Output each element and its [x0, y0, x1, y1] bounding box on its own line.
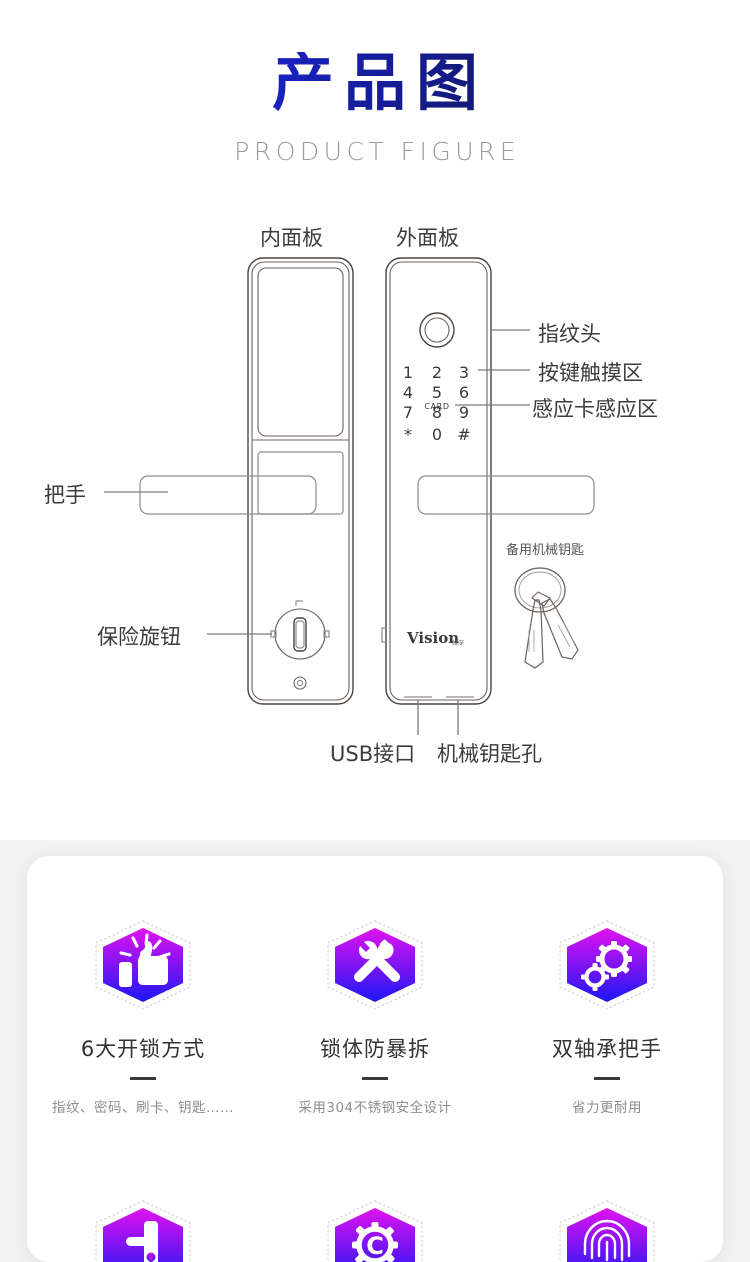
label-outer-panel: 外面板	[396, 226, 459, 250]
feature-item	[491, 1136, 723, 1262]
feature-divider	[594, 1077, 620, 1080]
feature-divider	[362, 1077, 388, 1080]
svg-text:6: 6	[459, 383, 469, 402]
door-handle-lock-icon	[92, 1199, 194, 1262]
svg-text:1: 1	[403, 363, 413, 382]
label-keypad: 按键触摸区	[538, 361, 643, 385]
svg-text:5: 5	[432, 383, 442, 402]
svg-text:0: 0	[432, 425, 442, 444]
feature-subtitle: 省力更耐用	[572, 1100, 642, 1116]
svg-text:2: 2	[432, 363, 442, 382]
label-handle: 把手	[44, 483, 86, 507]
svg-text:维深: 维深	[452, 639, 464, 647]
svg-text:8: 8	[432, 403, 442, 422]
label-spare-key: 备用机械钥匙	[506, 543, 585, 558]
feature-item: 双轴承把手 省力更耐用	[491, 856, 723, 1136]
label-card-sensor: 感应卡感应区	[532, 397, 658, 421]
feature-item: C	[259, 1136, 491, 1262]
features-grid: 6大开锁方式 指纹、密码、刷卡、钥匙……	[27, 856, 723, 1262]
feature-item: 锁体防暴拆 采用304不锈钢安全设计	[259, 856, 491, 1136]
label-inner-panel: 内面板	[260, 226, 323, 250]
svg-text:9: 9	[459, 403, 469, 422]
feature-subtitle: 采用304不锈钢安全设计	[298, 1100, 452, 1116]
feature-title: 双轴承把手	[552, 1037, 662, 1061]
page-subtitle: PRODUCT FIGURE	[234, 137, 521, 166]
svg-text:Vision: Vision	[406, 629, 459, 647]
label-key-hole: 机械钥匙孔	[437, 742, 542, 766]
label-fingerprint: 指纹头	[538, 322, 601, 346]
keypad-drawing: 1 2 3 4 5 6 CARD 7 8 9 * 0 #	[403, 363, 471, 444]
feature-subtitle: 指纹、密码、刷卡、钥匙……	[52, 1100, 234, 1116]
fingerprint-icon	[556, 1199, 658, 1262]
svg-text:#: #	[457, 425, 470, 444]
label-usb-port: USB接口	[330, 742, 416, 766]
svg-text:C: C	[366, 1232, 384, 1260]
features-card: 6大开锁方式 指纹、密码、刷卡、钥匙……	[27, 856, 723, 1262]
spare-keys-drawing	[514, 567, 579, 669]
feature-title: 6大开锁方式	[80, 1037, 206, 1061]
outer-panel-drawing	[381, 257, 595, 705]
inner-panel-drawing	[139, 257, 354, 705]
svg-text:3: 3	[459, 363, 469, 382]
svg-text:7: 7	[403, 403, 413, 422]
feature-title: 锁体防暴拆	[320, 1037, 430, 1061]
svg-text:*: *	[404, 425, 412, 444]
feature-item: 6大开锁方式 指纹、密码、刷卡、钥匙……	[27, 856, 259, 1136]
gears-icon	[556, 919, 658, 1011]
svg-text:CARD: CARD	[424, 402, 449, 411]
feature-item	[27, 1136, 259, 1262]
label-safety-knob: 保险旋钮	[97, 625, 181, 649]
lock-diagram-svg: .ln { fill:none; stroke:#4a4440; stroke-…	[104, 257, 595, 735]
feature-divider	[130, 1077, 156, 1080]
callout-leader-lines	[104, 329, 530, 735]
page-title: 产品图	[0, 52, 750, 114]
gear-c-icon: C	[324, 1199, 426, 1262]
page-header: 产品图 PRODUCT FIGURE	[0, 0, 750, 200]
svg-text:4: 4	[403, 383, 413, 402]
brand-mark: Vision 维深	[406, 629, 464, 647]
product-diagram: .ln { fill:none; stroke:#4a4440; stroke-…	[44, 226, 658, 766]
wrench-hammer-icon	[324, 919, 426, 1011]
thumbs-up-icon	[92, 919, 194, 1011]
